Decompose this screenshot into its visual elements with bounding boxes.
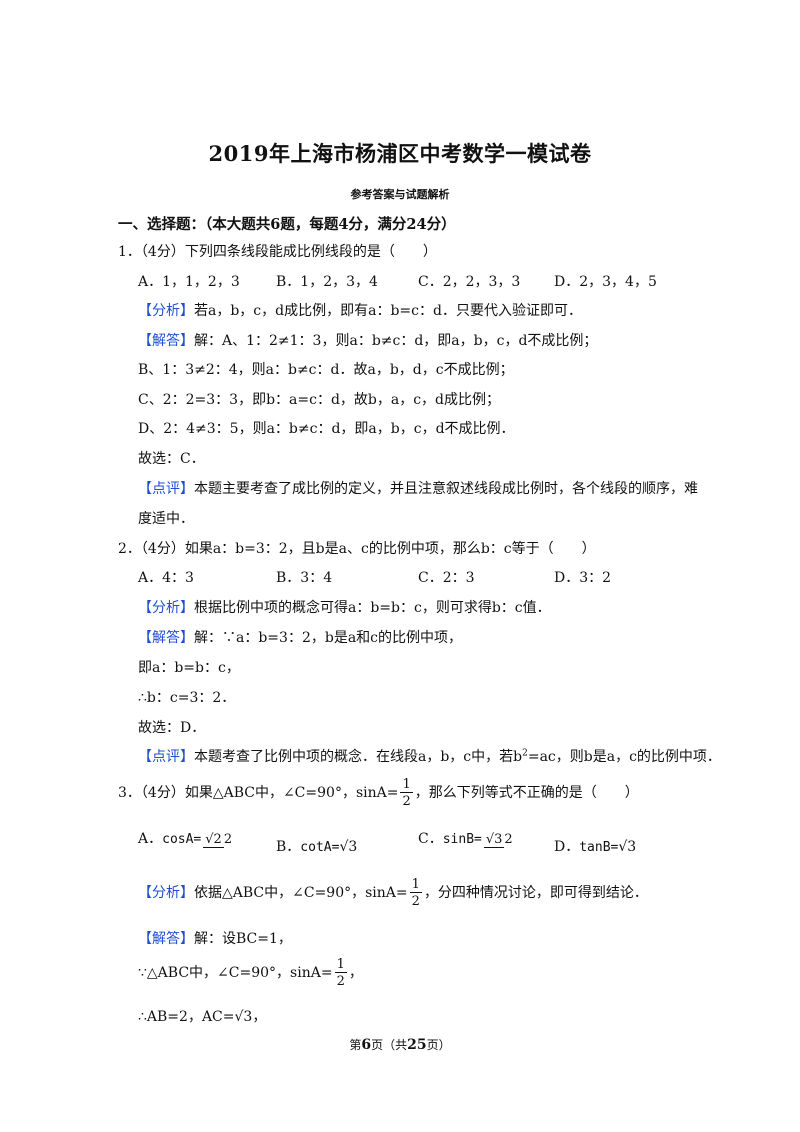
analysis-tag: 【分析】 bbox=[138, 885, 194, 901]
page-number: 6 bbox=[361, 1037, 372, 1053]
page-total: 25 bbox=[407, 1037, 427, 1053]
option-expression: cotA= bbox=[300, 840, 340, 855]
option-label: B． bbox=[276, 839, 301, 855]
solution-tag: 【解答】 bbox=[138, 333, 194, 349]
question-2-solution: 【解答】解：∵a：b=3：2，b是a和c的比例中项， bbox=[138, 627, 462, 647]
footer-text: 页） bbox=[426, 1038, 451, 1052]
solution-tag: 【解答】 bbox=[138, 630, 194, 646]
comment-tag: 【点评】 bbox=[138, 749, 194, 765]
question-2-analysis: 【分析】根据比例中项的概念可得a：b=b：c，则可求得b：c值． bbox=[138, 597, 551, 617]
analysis-tag: 【分析】 bbox=[138, 600, 194, 616]
option-expression: sinB= bbox=[442, 832, 482, 847]
comment-text: =ac，则b是a，c的比例中项． bbox=[527, 749, 721, 765]
analysis-text: 根据比例中项的概念可得a：b=b：c，则可求得b：c值． bbox=[194, 600, 551, 616]
option-a: A．4：3 bbox=[138, 570, 194, 586]
fraction-denominator: 2 bbox=[504, 831, 513, 847]
solution-text: ∵△ABC中，∠C=90°，sinA= bbox=[138, 965, 333, 981]
option-a: A．1，1，2，3 bbox=[138, 274, 240, 290]
option-label: A． bbox=[138, 831, 163, 847]
analysis-tag: 【分析】 bbox=[138, 303, 194, 319]
question-2-options: A．4：3 B．3：4 C．2：3 D．3：2 bbox=[138, 567, 698, 587]
option-expression: cosA= bbox=[162, 832, 202, 847]
question-1-solution: 【解答】解：A、1：2≠1：3，则a：b≠c：d，即a，b，c，d不成比例； bbox=[138, 330, 597, 350]
solution-line: 解：∵a：b=3：2，b是a和c的比例中项， bbox=[194, 630, 463, 646]
question-1-comment: 【点评】本题主要考查了成比例的定义，并且注意叙述线段成比例时，各个线段的顺序，难 bbox=[138, 478, 698, 498]
stem-text: 3．（4分）如果△ABC中，∠C=90°，sinA= bbox=[118, 785, 399, 801]
option-value: √3 bbox=[339, 839, 358, 855]
page-subtitle: 参考答案与试题解析 bbox=[350, 188, 450, 201]
option-label: D． bbox=[554, 839, 580, 855]
fraction-denominator: 2 bbox=[411, 894, 420, 909]
comment-text: 本题考查了比例中项的概念．在线段a，b，c中，若b bbox=[194, 749, 523, 765]
option-label: C． bbox=[418, 831, 443, 847]
page-footer: 第6页（共25页） bbox=[0, 1036, 800, 1053]
question-1-stem: 1．（4分）下列四条线段能成比例线段的是（ ） bbox=[118, 244, 437, 260]
fraction-numerator: √3 bbox=[483, 831, 505, 848]
option-d: D．tanB=√3 bbox=[554, 828, 636, 856]
comment-text: 本题主要考查了成比例的定义，并且注意叙述线段成比例时，各个线段的顺序，难 bbox=[194, 481, 698, 497]
option-expression: tanB= bbox=[579, 840, 619, 855]
solution-line: ∴AB=2，AC=√3， bbox=[138, 1009, 267, 1025]
fraction-numerator: 1 bbox=[334, 957, 347, 973]
question-2-stem: 2．（4分）如果a：b=3：2，且b是a、c的比例中项，那么b：c等于（ ） bbox=[118, 541, 596, 557]
option-c: C．2，2，3，3 bbox=[418, 274, 521, 290]
question-2-comment: 【点评】本题考查了比例中项的概念．在线段a，b，c中，若b2=ac，则b是a，c… bbox=[138, 746, 721, 766]
option-d: D．2，3，4，5 bbox=[554, 274, 657, 290]
fraction-denominator: 2 bbox=[336, 974, 345, 989]
solution-line: B、1：3≠2：4，则a：b≠c：d．故a，b，d，c不成比例； bbox=[138, 362, 514, 378]
solution-tag: 【解答】 bbox=[138, 931, 194, 947]
solution-line: C、2：2=3：3，即b：a=c：d，故b，a，c，d成比例； bbox=[138, 392, 501, 408]
analysis-text: ，分四种情况讨论，即可得到结论． bbox=[423, 885, 648, 901]
footer-text: 第 bbox=[349, 1038, 362, 1052]
exponent: 2 bbox=[522, 748, 528, 759]
fraction-numerator: √2 bbox=[203, 831, 224, 848]
solution-line: ∴b：c=3：2． bbox=[138, 690, 236, 706]
stem-text: ，那么下列等式不正确的是（ ） bbox=[414, 785, 639, 801]
section-heading: 一、选择题：（本大题共6题，每题4分，满分24分） bbox=[118, 216, 456, 233]
option-value: √3 bbox=[618, 839, 637, 855]
solution-text: ， bbox=[348, 965, 363, 981]
solution-line: D、2：4≠3：5，则a：b≠c：d，即a，b，c，d不成比例． bbox=[138, 421, 515, 437]
fraction-denominator: 2 bbox=[223, 831, 233, 847]
option-b: B．3：4 bbox=[276, 570, 333, 586]
solution-line: 即a：b=b：c， bbox=[138, 660, 240, 676]
option-d: D．3：2 bbox=[554, 570, 612, 586]
solution-line: 解：设BC=1， bbox=[194, 931, 292, 947]
question-1-options: A．1，1，2，3 B．1，2，3，4 C．2，2，3，3 D．2，3，4，5 bbox=[138, 271, 698, 291]
analysis-text: 若a，b，c，d成比例，即有a：b=c：d．只要代入验证即可． bbox=[194, 303, 582, 319]
footer-text: 页（共 bbox=[371, 1038, 408, 1052]
comment-text: 度适中． bbox=[138, 511, 194, 527]
option-b: B．cotA=√3 bbox=[276, 828, 418, 856]
question-3-solution: 【解答】解：设BC=1， bbox=[138, 928, 292, 948]
option-c: C．2：3 bbox=[418, 570, 475, 586]
question-1-analysis: 【分析】若a，b，c，d成比例，即有a：b=c：d．只要代入验证即可． bbox=[138, 300, 582, 320]
fraction-numerator: 1 bbox=[409, 877, 422, 893]
option-b: B．1，2，3，4 bbox=[276, 274, 378, 290]
solution-line: 解：A、1：2≠1：3，则a：b≠c：d，即a，b，c，d不成比例； bbox=[194, 333, 598, 349]
solution-line: 故选：D． bbox=[138, 720, 206, 736]
analysis-text: 依据△ABC中，∠C=90°，sinA= bbox=[194, 885, 408, 901]
fraction-numerator: 1 bbox=[400, 777, 413, 793]
solution-line: 故选：C． bbox=[138, 451, 205, 467]
comment-tag: 【点评】 bbox=[138, 481, 194, 497]
page-title: 2019年上海市杨浦区中考数学一模试卷 bbox=[208, 141, 592, 166]
fraction-denominator: 2 bbox=[402, 794, 411, 809]
